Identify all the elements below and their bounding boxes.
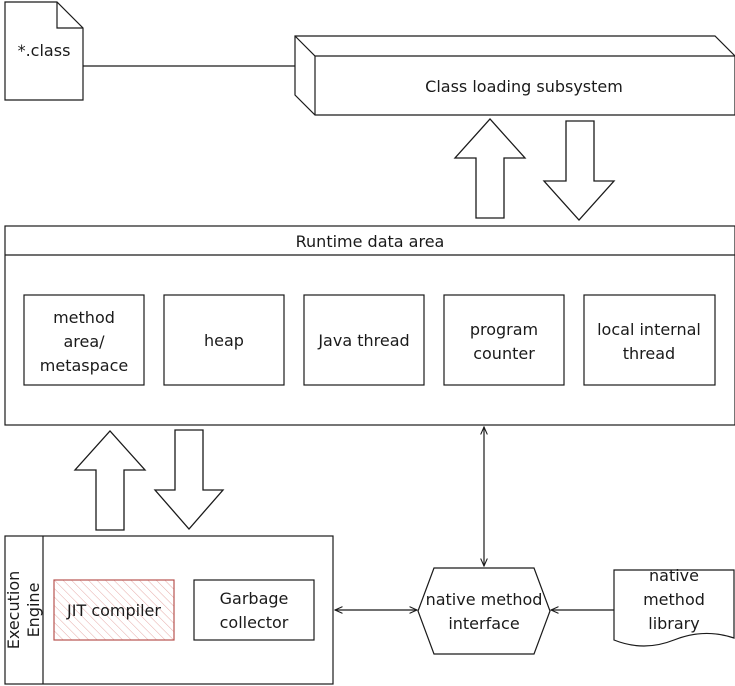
loader-to-runtime-down-arrow bbox=[542, 120, 616, 221]
native-interface-line-2: interface bbox=[448, 614, 519, 633]
gc-line-1: Garbage bbox=[220, 589, 289, 608]
class-loading-label: Class loading subsystem bbox=[425, 77, 623, 96]
runtime-data-area-title: Runtime data area bbox=[296, 232, 445, 251]
jit-compiler-label: JIT compiler bbox=[66, 601, 161, 620]
native-method-interface: native method interface bbox=[417, 567, 551, 655]
method-area-line-1: method bbox=[53, 308, 115, 327]
class-file-label: *.class bbox=[18, 41, 71, 60]
local-thread-line-1: local internal bbox=[597, 320, 701, 339]
native-library-line-2: method bbox=[643, 590, 705, 609]
native-library-line-1: native bbox=[649, 566, 699, 585]
runtime-item-java-thread: Java thread bbox=[303, 294, 425, 386]
class-file-document: *.class bbox=[4, 1, 84, 101]
runtime-item-heap: heap bbox=[163, 294, 285, 386]
method-area-line-3: metaspace bbox=[40, 356, 128, 375]
gc-line-2: collector bbox=[220, 613, 289, 632]
runtime-item-program-counter: program counter bbox=[443, 294, 565, 386]
execution-engine-label-2: Engine bbox=[24, 583, 43, 638]
native-library-line-3: library bbox=[648, 614, 699, 633]
class-loading-subsystem: Class loading subsystem bbox=[294, 35, 735, 116]
garbage-collector: Garbage collector bbox=[193, 579, 315, 641]
native-interface-line-1: native method bbox=[426, 590, 543, 609]
runtime-to-loader-up-arrow bbox=[453, 118, 527, 219]
execution-engine-label-1: Execution bbox=[4, 571, 23, 650]
java-thread-label: Java thread bbox=[317, 331, 409, 350]
program-counter-line-2: counter bbox=[473, 344, 535, 363]
runtime-to-engine-down-arrow bbox=[153, 429, 225, 530]
runtime-item-method-area: method area/ metaspace bbox=[23, 294, 145, 386]
program-counter-line-1: program bbox=[470, 320, 538, 339]
local-thread-line-2: thread bbox=[623, 344, 675, 363]
jit-compiler: JIT compiler bbox=[53, 579, 175, 641]
heap-label: heap bbox=[204, 331, 244, 350]
method-area-line-2: area/ bbox=[63, 332, 105, 351]
native-method-library: native method library bbox=[613, 566, 735, 647]
engine-to-runtime-up-arrow bbox=[73, 430, 147, 531]
runtime-item-local-internal-thread: local internal thread bbox=[583, 294, 716, 386]
